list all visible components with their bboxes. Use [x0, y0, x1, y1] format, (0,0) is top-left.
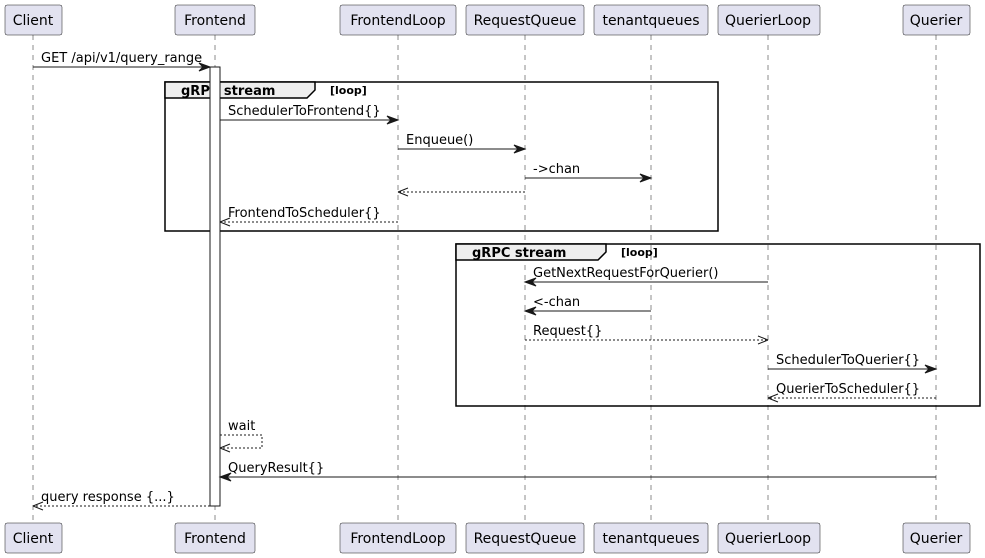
message-request: Request{}	[525, 324, 769, 345]
participant-querierloop-bottom: QuerierLoop	[717, 522, 821, 554]
frontend-activation-bar	[209, 66, 221, 507]
participant-label: tenantqueues	[602, 531, 699, 547]
message-label: wait	[228, 419, 255, 434]
participant-label: RequestQueue	[474, 13, 577, 29]
frame-border	[164, 81, 719, 232]
message-getnextrequestforquerier: GetNextRequestForQuerier()	[523, 266, 768, 287]
participant-requestqueue-top: RequestQueue	[465, 4, 585, 36]
participant-label: FrontendLoop	[350, 13, 445, 29]
participant-client-top: Client	[4, 4, 63, 36]
message-get-api-v1-query-range: GET /api/v1/query_range	[33, 51, 212, 72]
message-label: SchedulerToQuerier{}	[776, 353, 920, 368]
participant-label: Frontend	[184, 13, 246, 29]
participant-box	[465, 4, 585, 36]
arrow-head	[32, 501, 44, 511]
message-label: GET /api/v1/query_range	[41, 51, 202, 66]
participant-frontend-bottom: Frontend	[174, 522, 256, 554]
participant-tenantqueues-bottom: tenantqueues	[593, 522, 709, 554]
arrow-head	[523, 306, 537, 316]
frame-condition: [loop]	[621, 246, 658, 259]
message-enqueue: Enqueue()	[398, 133, 527, 154]
arrow-head	[386, 115, 400, 125]
message-label: QueryResult{}	[228, 461, 324, 476]
loop-frame: gRPC stream [loop]	[455, 243, 981, 407]
participant-box	[902, 4, 971, 36]
frame-title: gRPC stream	[472, 246, 566, 261]
participant-label: tenantqueues	[602, 13, 699, 29]
arrow-head	[198, 62, 212, 72]
message-label: GetNextRequestForQuerier()	[533, 266, 719, 281]
participant-tenantqueues-top: tenantqueues	[593, 4, 709, 36]
participant-client-bottom: Client	[4, 522, 63, 554]
participant-box	[339, 4, 457, 36]
arrow-head	[924, 364, 938, 374]
participant-frontendloop-bottom: FrontendLoop	[339, 522, 457, 554]
participant-label: RequestQueue	[474, 531, 577, 547]
participant-box	[174, 522, 256, 554]
message-schedulertofrontend: SchedulerToFrontend{}	[220, 104, 400, 125]
arrow-head	[219, 443, 231, 453]
message-frontendtoscheduler: FrontendToScheduler{}	[219, 206, 398, 227]
message-line	[220, 434, 263, 449]
message-wait: wait	[219, 419, 263, 453]
participant-querier-bottom: Querier	[902, 522, 971, 554]
frame-border	[455, 243, 981, 407]
participant-box	[717, 4, 821, 36]
message-label: Request{}	[533, 324, 602, 339]
participant-label: Querier	[910, 531, 963, 547]
participant-box	[4, 4, 63, 36]
arrow-head	[757, 335, 769, 345]
participant-label: QuerierLoop	[725, 531, 811, 547]
message-chan: ->chan	[525, 162, 653, 183]
arrow-head	[219, 217, 231, 227]
message-label: SchedulerToFrontend{}	[228, 104, 381, 119]
participant-frontendloop-top: FrontendLoop	[339, 4, 457, 36]
participant-querier-top: Querier	[902, 4, 971, 36]
message-schedulertoquerier: SchedulerToQuerier{}	[768, 353, 938, 374]
participant-label: Frontend	[184, 531, 246, 547]
arrow-head	[639, 173, 653, 183]
arrow-head	[397, 187, 409, 197]
arrow-head	[767, 393, 779, 403]
frame-tab	[164, 81, 316, 99]
participant-querierloop-top: QuerierLoop	[717, 4, 821, 36]
message-label: Enqueue()	[406, 133, 473, 148]
frame-tab	[455, 243, 607, 261]
message-chan: <-chan	[523, 295, 651, 316]
participant-label: Querier	[910, 13, 963, 29]
arrow-head	[523, 277, 537, 287]
message-queriertoscheduler: QuerierToScheduler{}	[767, 382, 936, 403]
participant-label: QuerierLoop	[725, 13, 811, 29]
participant-box	[717, 522, 821, 554]
participant-frontend-top: Frontend	[174, 4, 256, 36]
participant-label: Client	[13, 531, 54, 547]
message-label: QuerierToScheduler{}	[776, 382, 920, 397]
message-query-response: query response {...}	[32, 490, 210, 511]
participant-box	[593, 4, 709, 36]
frame-condition: [loop]	[330, 84, 367, 97]
message-label: query response {...}	[41, 490, 175, 505]
participant-box	[339, 522, 457, 554]
arrow-head	[218, 472, 232, 482]
message-label: ->chan	[533, 162, 580, 177]
message-label: <-chan	[533, 295, 580, 310]
participant-requestqueue-bottom: RequestQueue	[465, 522, 585, 554]
message-return-arrow	[397, 187, 525, 197]
participant-box	[4, 522, 63, 554]
participant-label: Client	[13, 13, 54, 29]
arrow-head	[513, 144, 527, 154]
participant-box	[174, 4, 256, 36]
message-label: FrontendToScheduler{}	[228, 206, 381, 221]
participant-label: FrontendLoop	[350, 531, 445, 547]
participant-box	[902, 522, 971, 554]
message-queryresult: QueryResult{}	[218, 461, 936, 482]
participant-box	[465, 522, 585, 554]
frame-title: gRPC stream	[181, 84, 275, 99]
participant-box	[593, 522, 709, 554]
loop-frame: gRPC stream [loop]	[164, 81, 719, 232]
